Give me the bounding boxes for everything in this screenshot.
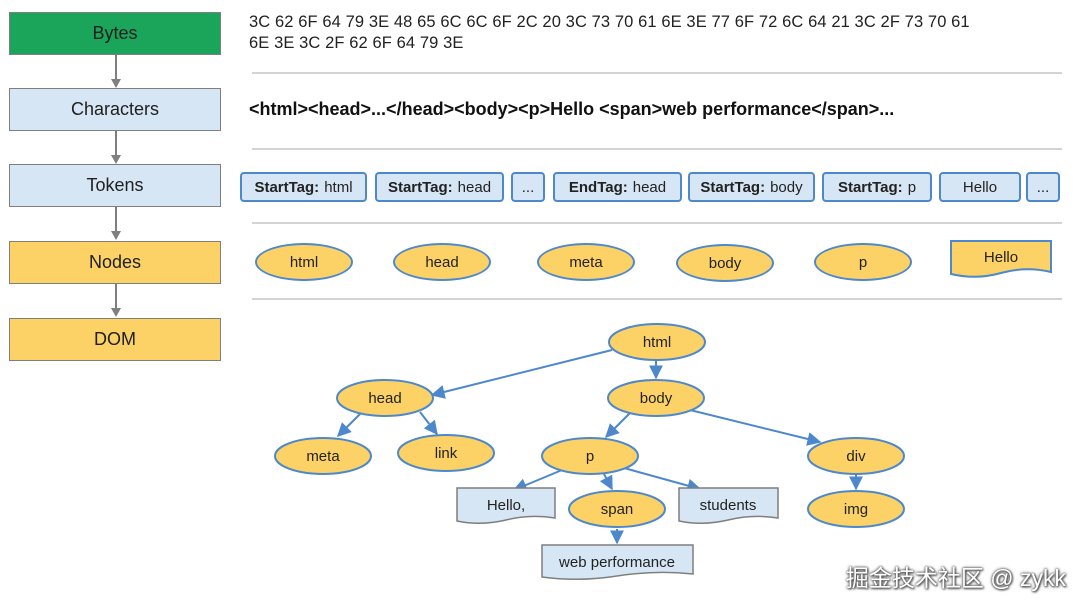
arrow-down-icon — [111, 207, 121, 240]
token-starttag-html: StartTag:html — [240, 172, 367, 202]
node-head: head — [393, 243, 491, 281]
tree-text-hello: Hello, — [456, 487, 556, 524]
tree-node-label: body — [640, 390, 673, 407]
tree-node-label: span — [601, 501, 634, 518]
stage-characters: Characters — [9, 88, 221, 131]
token-ellipsis: ... — [1026, 172, 1060, 202]
tree-node-label: html — [643, 334, 671, 351]
stage-bytes-label: Bytes — [92, 23, 138, 43]
row-divider — [252, 298, 1062, 300]
node-p: p — [814, 243, 912, 281]
stage-characters-label: Characters — [70, 99, 160, 119]
edge-head-meta — [337, 411, 363, 437]
stage-nodes-label: Nodes — [88, 252, 142, 272]
node-label: meta — [569, 253, 603, 271]
token-text-hello: Hello — [939, 172, 1021, 202]
tree-text-web-performance: web performance — [541, 544, 694, 581]
node-label: html — [289, 253, 319, 271]
row-divider — [252, 222, 1062, 224]
row-divider — [252, 148, 1062, 150]
tree-text-students: students — [678, 487, 779, 524]
stage-tokens: Tokens — [9, 164, 221, 207]
token-kind: StartTag: — [254, 178, 320, 196]
tree-node-div: div — [807, 437, 905, 475]
tree-node-html: html — [608, 323, 706, 361]
bytes-line-1: 3C 62 6F 64 79 3E 48 65 6C 6C 6F 2C 20 3… — [249, 13, 970, 31]
bytes-hex: 3C 62 6F 64 79 3E 48 65 6C 6C 6F 2C 20 3… — [249, 12, 1049, 54]
node-label: head — [425, 253, 459, 271]
tree-node-body: body — [607, 379, 705, 417]
edge-head-link — [419, 411, 438, 436]
stage-nodes: Nodes — [9, 241, 221, 284]
bytes-line-2: 6E 3E 3C 2F 62 6F 64 79 3E — [249, 34, 464, 52]
tree-node-meta: meta — [274, 437, 372, 475]
stage-bytes: Bytes — [9, 12, 221, 55]
characters-text: <html><head>...</head><body><p>Hello <sp… — [249, 99, 895, 119]
row-divider — [252, 72, 1062, 74]
tree-node-label: div — [846, 448, 866, 465]
tree-node-label: head — [368, 390, 401, 407]
node-text-hello-label: Hello — [984, 249, 1018, 266]
tree-node-label: link — [435, 445, 458, 462]
token-name: body — [770, 178, 803, 196]
node-label: body — [708, 254, 742, 272]
node-text-hello-shape: Hello — [950, 240, 1052, 278]
token-name: p — [907, 178, 917, 196]
tree-node-link: link — [397, 434, 495, 472]
tree-text-label: web performance — [558, 554, 675, 571]
token-name: head — [457, 178, 492, 196]
tree-node-span: span — [568, 490, 666, 528]
token-name: html — [324, 178, 353, 196]
arrow-down-icon — [111, 55, 121, 88]
token-starttag-body: StartTag:body — [688, 172, 815, 202]
tree-text-label: students — [700, 497, 757, 514]
edge-p-students — [623, 467, 702, 493]
edge-body-p — [605, 412, 631, 438]
tree-text-label: Hello, — [487, 497, 525, 514]
tree-node-head: head — [336, 379, 434, 417]
edge-p-hello — [512, 469, 563, 492]
stage-dom: DOM — [9, 318, 221, 361]
tree-node-img: img — [807, 490, 905, 528]
node-meta: meta — [537, 243, 635, 281]
token-name: head — [632, 178, 667, 196]
token-endtag-head: EndTag:head — [553, 172, 682, 202]
dom-tree-edges — [337, 349, 863, 545]
token-name: Hello — [962, 178, 998, 196]
token-starttag-head: StartTag:head — [375, 172, 504, 202]
token-kind: StartTag: — [837, 178, 903, 196]
tree-node-label: meta — [306, 448, 340, 465]
tree-node-p: p — [541, 437, 639, 475]
watermark: 掘金技术社区 @ zykk — [845, 565, 1066, 591]
arrow-down-icon — [111, 284, 121, 317]
token-kind: StartTag: — [700, 178, 766, 196]
stage-dom-label: DOM — [94, 329, 136, 349]
edge-html-head — [430, 349, 613, 399]
token-name: ... — [1036, 178, 1050, 196]
token-ellipsis: ... — [511, 172, 545, 202]
edge-body-div — [689, 409, 822, 446]
edge-p-span — [599, 473, 613, 491]
arrow-down-icon — [111, 131, 121, 164]
node-body: body — [676, 244, 774, 282]
node-html: html — [255, 243, 353, 281]
token-kind: EndTag: — [568, 178, 628, 196]
token-kind: StartTag: — [387, 178, 453, 196]
node-label: p — [858, 253, 868, 271]
tree-node-label: img — [844, 501, 868, 518]
token-name: ... — [521, 178, 535, 196]
tree-node-label: p — [586, 448, 594, 465]
token-starttag-p: StartTag:p — [822, 172, 932, 202]
stage-tokens-label: Tokens — [86, 175, 144, 195]
